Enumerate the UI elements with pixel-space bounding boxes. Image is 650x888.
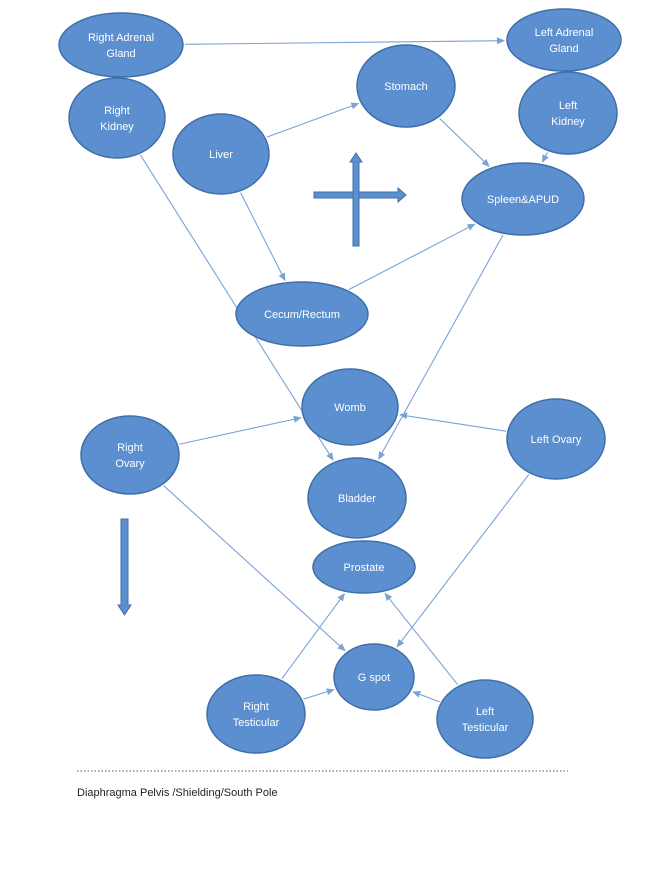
node-shape-left-adrenal-gland [506,8,622,72]
edge-right-testicular-to-prostate [281,592,345,680]
node-left-ovary: Left Ovary [506,398,606,480]
vertical-arrow-icon [349,152,363,247]
node-shape-spleen-apud [461,162,585,236]
node-label-womb: Womb [334,402,366,414]
node-label-right-adrenal-gland: Right Adrenal [88,32,154,44]
node-shape-right-testicular [206,674,306,754]
node-label-right-testicular: Testicular [233,717,280,729]
node-label-left-testicular: Left [476,706,494,718]
edge-right-adrenal-gland-to-left-adrenal-gland [184,37,506,45]
edge-liver-to-cecum-rectum [240,192,286,282]
edge-right-testicular-to-g-spot [303,688,335,700]
node-label-stomach: Stomach [384,81,427,93]
edge-right-ovary-to-womb [179,415,302,445]
node-shape-left-testicular [436,679,534,759]
node-label-left-ovary: Left Ovary [531,434,582,446]
node-label-prostate: Prostate [344,562,385,574]
node-label-right-ovary: Right [117,442,143,454]
node-label-left-adrenal-gland: Gland [549,43,578,55]
cross-arrows-icon [313,152,407,247]
node-stomach: Stomach [356,44,456,128]
edge-spleen-apud-to-bladder [378,234,504,460]
edge-left-ovary-to-womb [399,412,506,432]
edge-liver-to-stomach [266,102,360,138]
node-shape-liver [172,113,270,195]
edge-cecum-rectum-to-spleen-apud [348,223,476,291]
node-shape-stomach [356,44,456,128]
node-label-right-kidney: Kidney [100,121,134,133]
node-shape-g-spot [333,643,415,711]
edge-left-testicular-to-prostate [384,592,459,686]
node-label-g-spot: G spot [358,672,390,684]
node-g-spot: G spot [333,643,415,711]
node-prostate: Prostate [312,540,416,594]
edge-left-kidney-to-spleen-apud [541,152,549,163]
node-shape-left-kidney [518,71,618,155]
node-bladder: Bladder [307,457,407,539]
node-label-left-adrenal-gland: Left Adrenal [535,27,594,39]
edge-stomach-to-spleen-apud [439,117,490,167]
node-shape-prostate [312,540,416,594]
node-liver: Liver [172,113,270,195]
footer-caption: Diaphragma Pelvis /Shielding/South Pole [77,787,278,799]
node-label-left-testicular: Testicular [462,722,509,734]
node-shape-right-kidney [68,77,166,159]
node-label-spleen-apud: Spleen&APUD [487,194,559,206]
horizontal-arrow-icon [313,186,407,204]
node-shape-right-adrenal-gland [58,12,184,78]
edges-layer [139,37,549,703]
node-label-right-ovary: Ovary [115,458,145,470]
edge-right-ovary-to-g-spot [163,485,346,652]
node-spleen-apud: Spleen&APUD [461,162,585,236]
node-shape-cecum-rectum [235,281,369,347]
node-cecum-rectum: Cecum/Rectum [235,281,369,347]
node-shape-bladder [307,457,407,539]
node-label-right-testicular: Right [243,701,269,713]
node-label-right-kidney: Right [104,105,130,117]
down-arrow-icon [117,518,132,616]
node-label-bladder: Bladder [338,493,376,505]
node-shape-left-ovary [506,398,606,480]
node-label-left-kidney: Kidney [551,116,585,128]
edge-left-testicular-to-g-spot [412,691,440,703]
node-label-left-kidney: Left [559,100,577,112]
node-shape-right-ovary [80,415,180,495]
node-label-liver: Liver [209,149,233,161]
edge-left-ovary-to-g-spot [396,474,530,648]
node-womb: Womb [301,368,399,446]
node-label-cecum-rectum: Cecum/Rectum [264,309,340,321]
node-label-right-adrenal-gland: Gland [106,48,135,60]
node-shape-womb [301,368,399,446]
